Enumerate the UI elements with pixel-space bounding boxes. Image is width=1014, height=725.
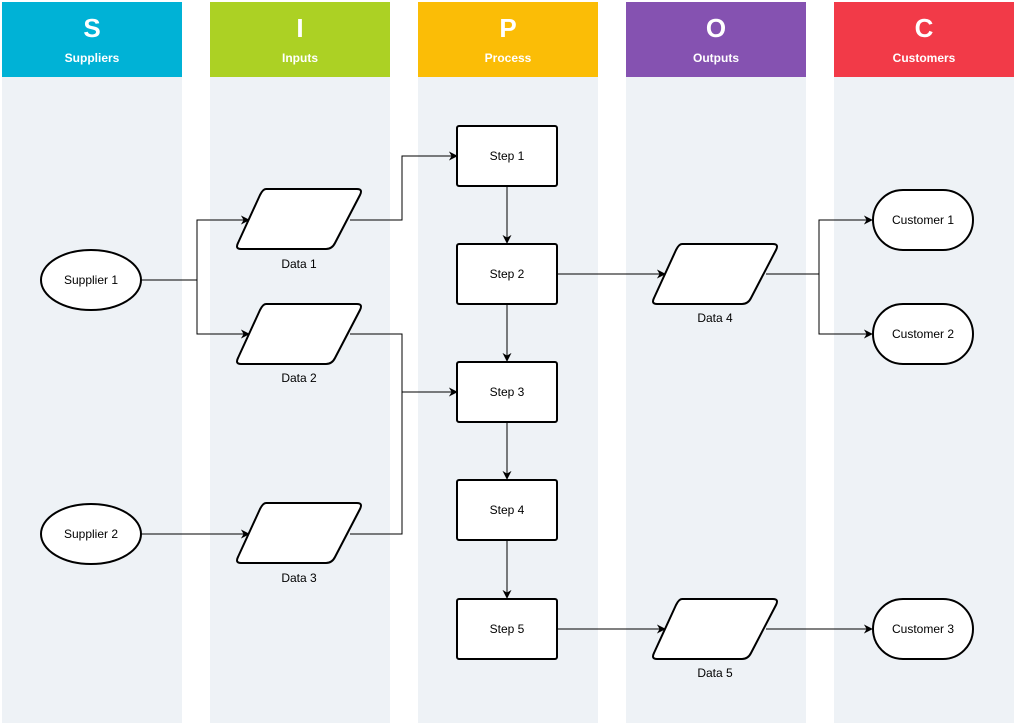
output-data-node[interactable]: Data 4 (652, 243, 778, 325)
supplier-node[interactable]: Supplier 1 (40, 249, 142, 311)
lane-title: Process (484, 51, 532, 65)
process-step-label: Step 3 (490, 385, 525, 399)
customer-node[interactable]: Customer 2 (872, 303, 974, 365)
output-data-label: Data 4 (697, 311, 733, 325)
lane-title: Suppliers (64, 51, 120, 65)
connector-data2-step3 (350, 333, 458, 397)
process-step[interactable]: Step 2 (456, 243, 558, 305)
lane-letter: O (705, 13, 727, 43)
lane-header-suppliers: S Suppliers (2, 2, 182, 77)
process-step[interactable]: Step 5 (456, 598, 558, 660)
process-step[interactable]: Step 1 (456, 125, 558, 187)
supplier-node[interactable]: Supplier 2 (40, 503, 142, 565)
customer-node[interactable]: Customer 3 (872, 598, 974, 660)
lane-header-customers: C Customers (834, 2, 1014, 77)
supplier-label: Supplier 1 (64, 273, 118, 287)
connector-data4-customer2 (818, 274, 873, 339)
output-data-label: Data 5 (697, 666, 733, 680)
process-step[interactable]: Step 3 (456, 361, 558, 423)
lane-title: Outputs (693, 51, 739, 65)
lane-letter: I (296, 13, 304, 43)
output-data-node[interactable]: Data 5 (652, 598, 778, 680)
lane-header-process: P Process (418, 2, 598, 77)
input-data-label: Data 2 (281, 371, 317, 385)
lane-title: Customers (892, 51, 956, 65)
customer-label: Customer 1 (892, 213, 954, 227)
supplier-label: Supplier 2 (64, 527, 118, 541)
input-data-node[interactable]: Data 1 (236, 188, 362, 271)
connector-data3-step3 (350, 392, 403, 535)
connector-supplier1-data1 (141, 215, 250, 281)
customer-label: Customer 2 (892, 327, 954, 341)
lane-title: Inputs (282, 51, 318, 65)
customer-label: Customer 3 (892, 622, 954, 636)
connector-data1-step1 (350, 151, 458, 221)
connector-supplier1-data2 (196, 280, 250, 339)
lane-header-outputs: O Outputs (626, 2, 806, 77)
lane-suppliers: S Suppliers (2, 2, 182, 723)
input-data-node[interactable]: Data 2 (236, 303, 362, 385)
process-step[interactable]: Step 4 (456, 479, 558, 541)
input-data-label: Data 1 (281, 257, 317, 271)
process-step-label: Step 2 (490, 267, 525, 281)
input-data-label: Data 3 (281, 571, 317, 585)
customer-node[interactable]: Customer 1 (872, 189, 974, 251)
process-step-label: Step 1 (490, 149, 525, 163)
input-data-node[interactable]: Data 3 (236, 502, 362, 585)
lane-letter: P (499, 13, 517, 43)
process-step-label: Step 5 (490, 622, 525, 636)
process-step-label: Step 4 (490, 503, 525, 517)
lane-header-inputs: I Inputs (210, 2, 390, 77)
connector-data4-customer1 (766, 215, 873, 275)
lane-letter: S (83, 13, 101, 43)
lane-letter: C (914, 13, 934, 43)
